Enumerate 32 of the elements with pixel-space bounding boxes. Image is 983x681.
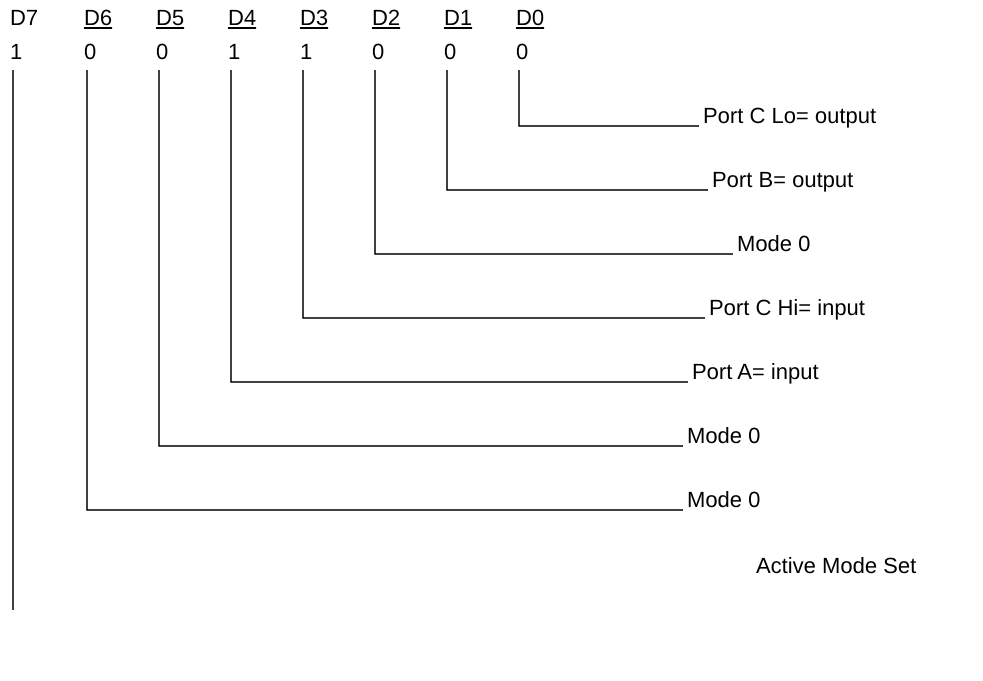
leader-line [302,70,705,319]
bit-value: 0 [516,38,530,66]
bit-name: D0 [516,4,544,32]
bit-value: 1 [10,38,24,66]
bit-name: D1 [444,4,472,32]
bit-description: Port C Lo= output [703,102,876,130]
leader-line [12,70,14,610]
bit-value: 0 [444,38,458,66]
bit-value: 1 [228,38,242,66]
leader-line [518,70,699,127]
bit-name: D6 [84,4,112,32]
leader-line [374,70,733,255]
bit-name: D4 [228,4,256,32]
bit-description: Port B= output [712,166,854,194]
leader-line [446,70,708,191]
leader-line [158,70,683,447]
bit-value: 1 [300,38,314,66]
leader-line [86,70,683,511]
bit-name: D5 [156,4,184,32]
bit-description: Port A= input [692,358,819,386]
leader-line [230,70,688,383]
bit-name: D2 [372,4,400,32]
bit-description: Mode 0 [737,230,810,258]
bit-value: 0 [84,38,98,66]
bit-name: D3 [300,4,328,32]
bit-description: Mode 0 [687,422,760,450]
bit-name: D7 [10,4,38,32]
bit-value: 0 [156,38,170,66]
bit-description: Port C Hi= input [709,294,865,322]
bit-value: 0 [372,38,386,66]
bit-description: Active Mode Set [756,552,916,580]
bit-description: Mode 0 [687,486,760,514]
